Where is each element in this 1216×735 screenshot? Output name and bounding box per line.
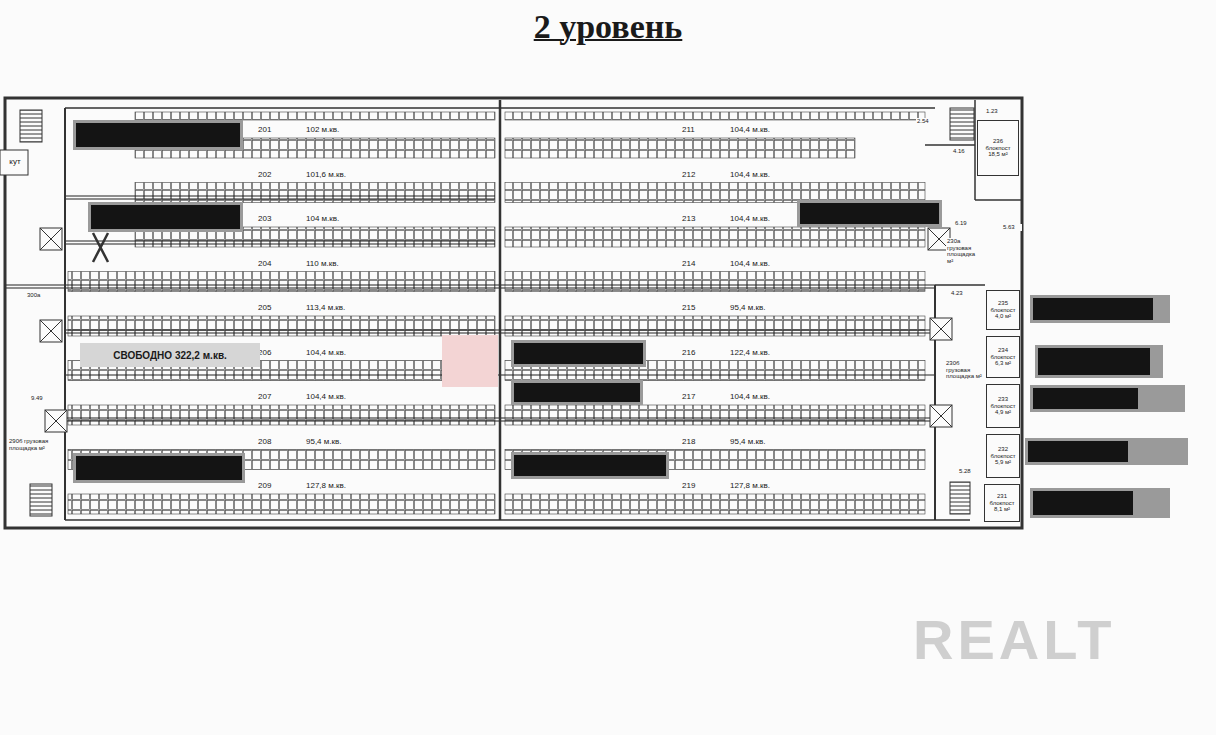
stairs [20,108,974,516]
storage-unit: 213 104,4 м.кв. [502,197,932,242]
plan-label: 5.28 [958,468,978,475]
unit-number: 235 [998,300,1008,307]
unit-area: 127,8 м.кв. [728,481,772,491]
service-room: 233блокпост 4,9 м² [986,384,1020,428]
unit-area: блокпост 5,9 м² [988,453,1018,466]
unit-area: блокпост 4,0 м² [988,307,1018,320]
side-box [0,150,28,175]
storage-unit: 219 127,8 м.кв. [502,464,932,509]
unit-number: 201 [256,125,273,135]
plan-label: 4.16 [952,148,972,155]
plan-label: 290б грузовая площадка м² [8,438,60,451]
storage-unit: 216 122,4 м.кв. [502,331,932,376]
plan-label: 230а грузовая площадка м² [946,238,982,264]
unit-area: 102 м.кв. [304,125,341,135]
unit-number: 208 [256,437,273,447]
unit-area: 104,4 м.кв. [728,214,772,224]
storage-unit: 204 110 м.кв. [68,242,498,287]
storage-unit: 217 104,4 м.кв. [502,375,932,420]
unit-area: 104,4 м.кв. [304,392,348,402]
unit-number: 204 [256,259,273,269]
storage-unit: 212 104,4 м.кв. [502,153,932,198]
unit-number: 218 [680,437,697,447]
storage-unit: 208 95,4 м.кв. [68,420,498,465]
unit-number: 213 [680,214,697,224]
service-room: 231блокпост 8,1 м² [984,484,1020,522]
plan-title: 2 уровень [534,8,683,45]
unit-number: 231 [997,493,1007,500]
unit-area: 122,4 м.кв. [728,348,772,358]
storage-unit: 214 104,4 м.кв. [502,242,932,287]
storage-unit: 218 95,4 м.кв. [502,420,932,465]
unit-number: 219 [680,481,697,491]
corridor-lines [5,196,935,421]
service-room: 232блокпост 5,9 м² [986,434,1020,478]
unit-area: блокпост 4,9 м² [988,403,1018,416]
free-area-box: СВОБОДНО 322,2 м.кв. [80,343,260,367]
unit-area: блокпост 6,3 м² [988,354,1018,367]
storage-unit: 203 104 м.кв. [68,197,498,242]
unit-number: 234 [998,347,1008,354]
unit-number: 216 [680,348,697,358]
redactions [73,120,1188,518]
storage-unit: 202 101,6 м.кв. [68,153,498,198]
plan-label: 1.23 [985,108,1005,115]
unit-area: блокпост 18,5 м² [979,145,1017,158]
plan-label: 2.54 [916,118,936,125]
unit-number: 202 [256,170,273,180]
unit-number: 209 [256,481,273,491]
lift-symbols [40,228,952,432]
unit-area: 127,8 м.кв. [304,481,348,491]
unit-number: 233 [998,396,1008,403]
unit-area: 104,4 м.кв. [728,170,772,180]
unit-area: 113,4 м.кв. [304,303,347,313]
unit-number: 203 [256,214,273,224]
plan-label: 300а [26,292,58,299]
unit-area: 95,4 м.кв. [728,303,768,313]
unit-area: 104 м.кв. [304,214,341,224]
plan-label: 230б грузовая площадка м² [945,360,983,380]
watermark: REALT [912,612,1164,668]
storage-unit: 207 104,4 м.кв. [68,375,498,420]
unit-number: 205 [256,303,273,313]
unit-number: 236 [993,138,1003,145]
unit-area: 104,4 м.кв. [728,392,772,402]
plan-label: 4.23 [950,290,970,297]
storage-unit: 211 104,4 м.кв. [502,108,932,153]
unit-number: СВОБОДНО 322,2 м.кв. [113,350,227,361]
unit-number: 214 [680,259,697,269]
plan-label: 6.19 [954,220,974,227]
walls [5,98,1022,528]
storage-unit: 215 95,4 м.кв. [502,286,932,331]
unit-area: 110 м.кв. [304,259,341,269]
unit-area: 101,6 м.кв. [304,170,348,180]
unit-number: 215 [680,303,697,313]
unit-area: 104,4 м.кв. [728,125,772,135]
unit-area: блокпост 8,1 м² [986,500,1018,513]
unit-number: 232 [998,446,1008,453]
plan-label: 9.49 [30,395,50,402]
unit-area: 104,4 м.кв. [728,259,772,269]
storage-unit: 209 127,8 м.кв. [68,464,498,509]
plan-title-wrap: 2 уровень [0,8,1216,46]
service-room: 236блокпост 18,5 м² [977,120,1019,176]
unit-number: 212 [680,170,697,180]
storage-unit: 205 113,4 м.кв. [68,286,498,331]
unit-number: 217 [680,392,697,402]
unit-area: 95,4 м.кв. [304,437,344,447]
unit-number: 207 [256,392,273,402]
unit-area: 104,4 м.кв. [304,348,348,358]
service-room: 234блокпост 6,3 м² [986,336,1020,378]
unit-number: 211 [680,125,697,135]
plan-label: кут [3,158,27,167]
unit-area: 95,4 м.кв. [728,437,768,447]
storage-unit: 201 102 м.кв. [68,108,498,153]
service-room: 235блокпост 4,0 м² [986,290,1020,330]
shelving [68,112,925,514]
watermark-logo [442,335,498,387]
plan-label: 5.63 [1002,224,1022,231]
